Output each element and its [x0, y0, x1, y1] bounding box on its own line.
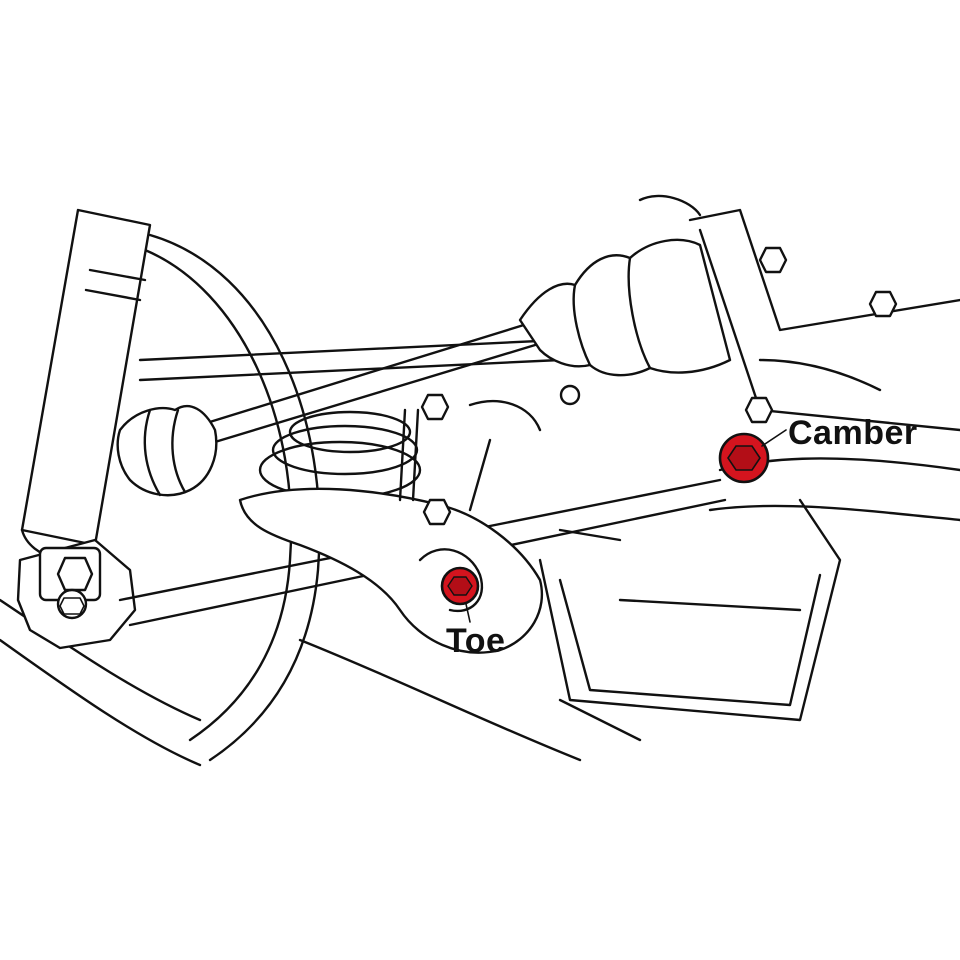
toe-adjustment-bolt[interactable] [440, 566, 480, 606]
floor-lines [298, 638, 642, 762]
drive-shaft [116, 238, 732, 497]
hub-knuckle [16, 538, 137, 650]
hardware-bolts [420, 246, 898, 526]
stabilizer-link [398, 400, 542, 512]
shock-absorber [20, 208, 152, 561]
body-pan [538, 498, 842, 722]
toe-label: Toe [446, 622, 506, 660]
toe-leader-line [465, 603, 471, 623]
camber-label: Camber [788, 414, 918, 452]
camber-leader-line [761, 429, 787, 447]
camber-adjustment-bolt[interactable] [718, 432, 770, 484]
